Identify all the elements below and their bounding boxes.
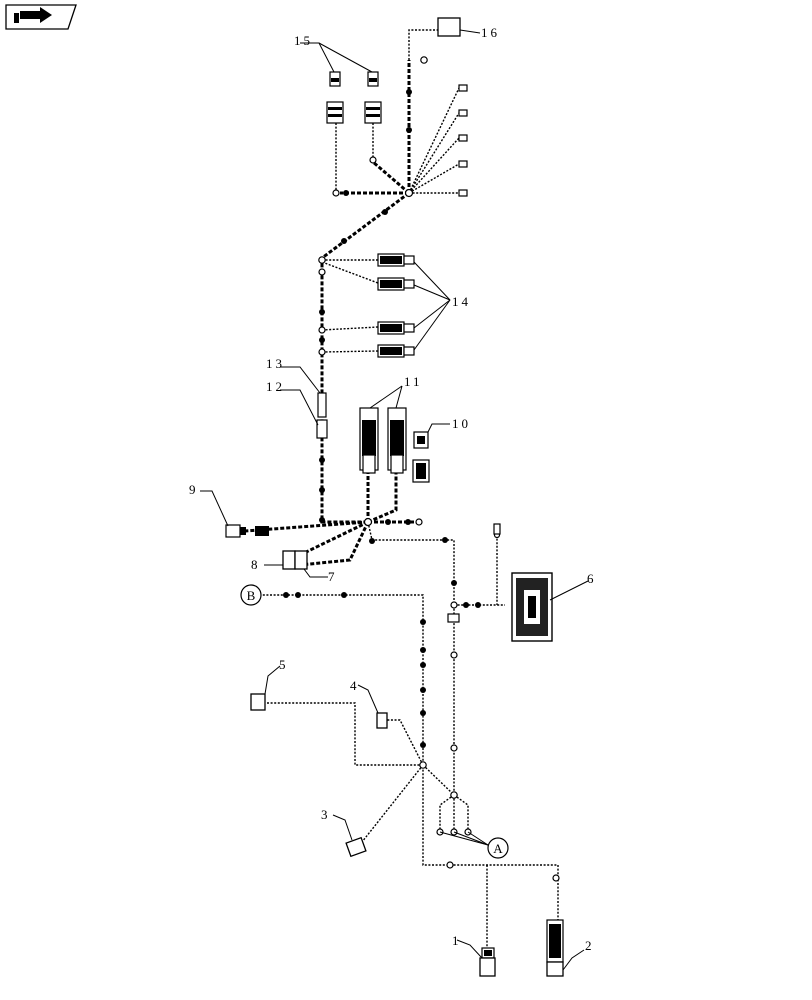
callout-16: 16 bbox=[481, 25, 500, 40]
reference-b-label: B bbox=[247, 588, 256, 603]
connector-pair-11[interactable] bbox=[359, 407, 407, 474]
connector-10[interactable] bbox=[412, 431, 430, 483]
splice-dots bbox=[283, 89, 481, 748]
connector-9[interactable] bbox=[225, 524, 269, 538]
callout-15: 15 bbox=[294, 33, 313, 48]
callout-1: 1 bbox=[452, 933, 459, 948]
inline-connector-13[interactable] bbox=[317, 392, 327, 418]
callout-11: 11 bbox=[404, 374, 423, 389]
small-connector-6 bbox=[493, 523, 501, 535]
callout-12: 12 bbox=[266, 379, 285, 394]
callout-8: 8 bbox=[251, 557, 258, 572]
callout-6: 6 bbox=[587, 571, 594, 586]
ring-terminals bbox=[458, 84, 468, 197]
relay-7[interactable] bbox=[294, 550, 308, 570]
component-3[interactable] bbox=[345, 836, 367, 858]
connector-group-14[interactable] bbox=[377, 253, 415, 358]
callout-3: 3 bbox=[321, 807, 328, 822]
controller-module-6[interactable] bbox=[511, 572, 553, 642]
connector-pair-15[interactable] bbox=[326, 71, 382, 124]
callout-10: 10 bbox=[452, 416, 471, 431]
component-4[interactable] bbox=[376, 712, 388, 729]
callout-14: 14 bbox=[452, 294, 471, 309]
book-arrow-icon[interactable] bbox=[5, 4, 77, 30]
junction-box bbox=[447, 613, 460, 623]
reference-a[interactable]: A bbox=[487, 837, 509, 859]
connector-16[interactable] bbox=[437, 17, 461, 37]
relay-8[interactable] bbox=[282, 550, 296, 570]
main-harness-trunk bbox=[244, 60, 420, 567]
reference-b[interactable]: B bbox=[240, 584, 262, 606]
connector-2[interactable] bbox=[546, 919, 564, 977]
callout-13: 13 bbox=[266, 356, 285, 371]
callout-9: 9 bbox=[189, 482, 196, 497]
harness-branches bbox=[252, 29, 559, 948]
callout-labels: 15 16 14 13 12 11 10 9 8 7 6 5 4 3 1 2 bbox=[189, 25, 594, 953]
inline-connector-12[interactable] bbox=[316, 419, 328, 439]
reference-a-label: A bbox=[493, 841, 503, 856]
callout-4: 4 bbox=[350, 678, 357, 693]
callout-7: 7 bbox=[328, 569, 335, 584]
open-nodes bbox=[318, 56, 560, 882]
callout-5: 5 bbox=[279, 657, 286, 672]
callout-2: 2 bbox=[585, 938, 592, 953]
connector-1[interactable] bbox=[479, 947, 496, 977]
component-5[interactable] bbox=[250, 693, 266, 711]
leader-lines bbox=[200, 29, 589, 971]
